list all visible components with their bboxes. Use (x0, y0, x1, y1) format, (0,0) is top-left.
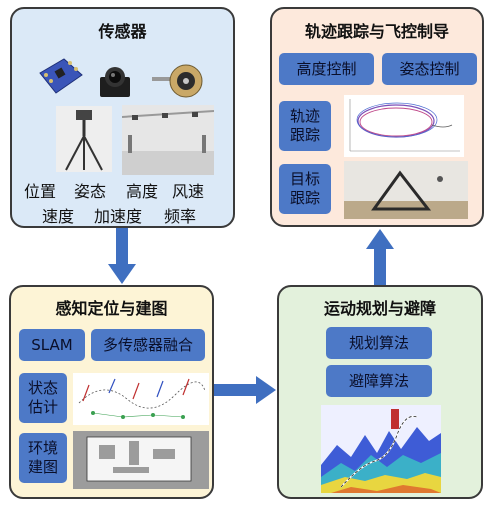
arrow-planning-to-tracking (366, 229, 394, 285)
encoder-image (150, 61, 208, 103)
path-planning-map-image (321, 405, 441, 493)
arrow-sensors-to-perception (108, 228, 136, 284)
occupancy-map-image (73, 431, 209, 489)
environment-mapping-tag: 环境 建图 (19, 433, 67, 483)
sensors-title: 传感器 (98, 22, 147, 41)
state-estimation-tag: 状态 估计 (19, 373, 67, 423)
sensor-label-attitude: 姿态 (74, 182, 107, 201)
tripod-sensor-image (56, 106, 112, 172)
imu-board-image (34, 53, 86, 101)
altitude-control-tag: 高度控制 (279, 53, 374, 85)
sensors-panel: 传感器 (10, 7, 235, 228)
sensor-label-velocity: 速度 (42, 207, 75, 226)
planning-algorithm-tag: 规划算法 (326, 327, 432, 359)
tracking-title: 轨迹跟踪与飞控制导 (304, 22, 449, 41)
tracking-panel: 轨迹跟踪与飞控制导 高度控制 姿态控制 轨迹 跟踪 目标 跟踪 (270, 7, 484, 227)
target-tracking-tag: 目标 跟踪 (279, 164, 331, 214)
avoidance-algorithm-tag: 避障算法 (326, 365, 432, 397)
sensor-label-position: 位置 (24, 182, 57, 201)
state-estimation-graph (73, 373, 209, 425)
multi-sensor-fusion-tag: 多传感器融合 (91, 329, 205, 361)
perception-panel: 感知定位与建图 SLAM 多传感器融合 状态 估计 环境 建图 (9, 285, 214, 499)
sensor-label-frequency: 频率 (164, 207, 197, 226)
slam-tag: SLAM (19, 329, 85, 361)
trajectory-tracking-tag: 轨迹 跟踪 (279, 101, 331, 151)
motion-capture-room-image (122, 105, 214, 175)
planning-panel: 运动规划与避障 规划算法 避障算法 (277, 285, 483, 499)
arrow-perception-to-planning (214, 376, 276, 404)
sensor-label-wind: 风速 (172, 182, 205, 201)
trajectory-plot-image (344, 95, 464, 157)
planning-title: 运动规划与避障 (323, 299, 436, 318)
sensor-label-altitude: 高度 (126, 182, 159, 201)
attitude-control-tag: 姿态控制 (382, 53, 477, 85)
sensor-label-acceleration: 加速度 (94, 207, 143, 226)
target-tracking-photo (344, 161, 468, 219)
perception-title: 感知定位与建图 (55, 299, 168, 318)
camera-module-image (96, 63, 136, 101)
